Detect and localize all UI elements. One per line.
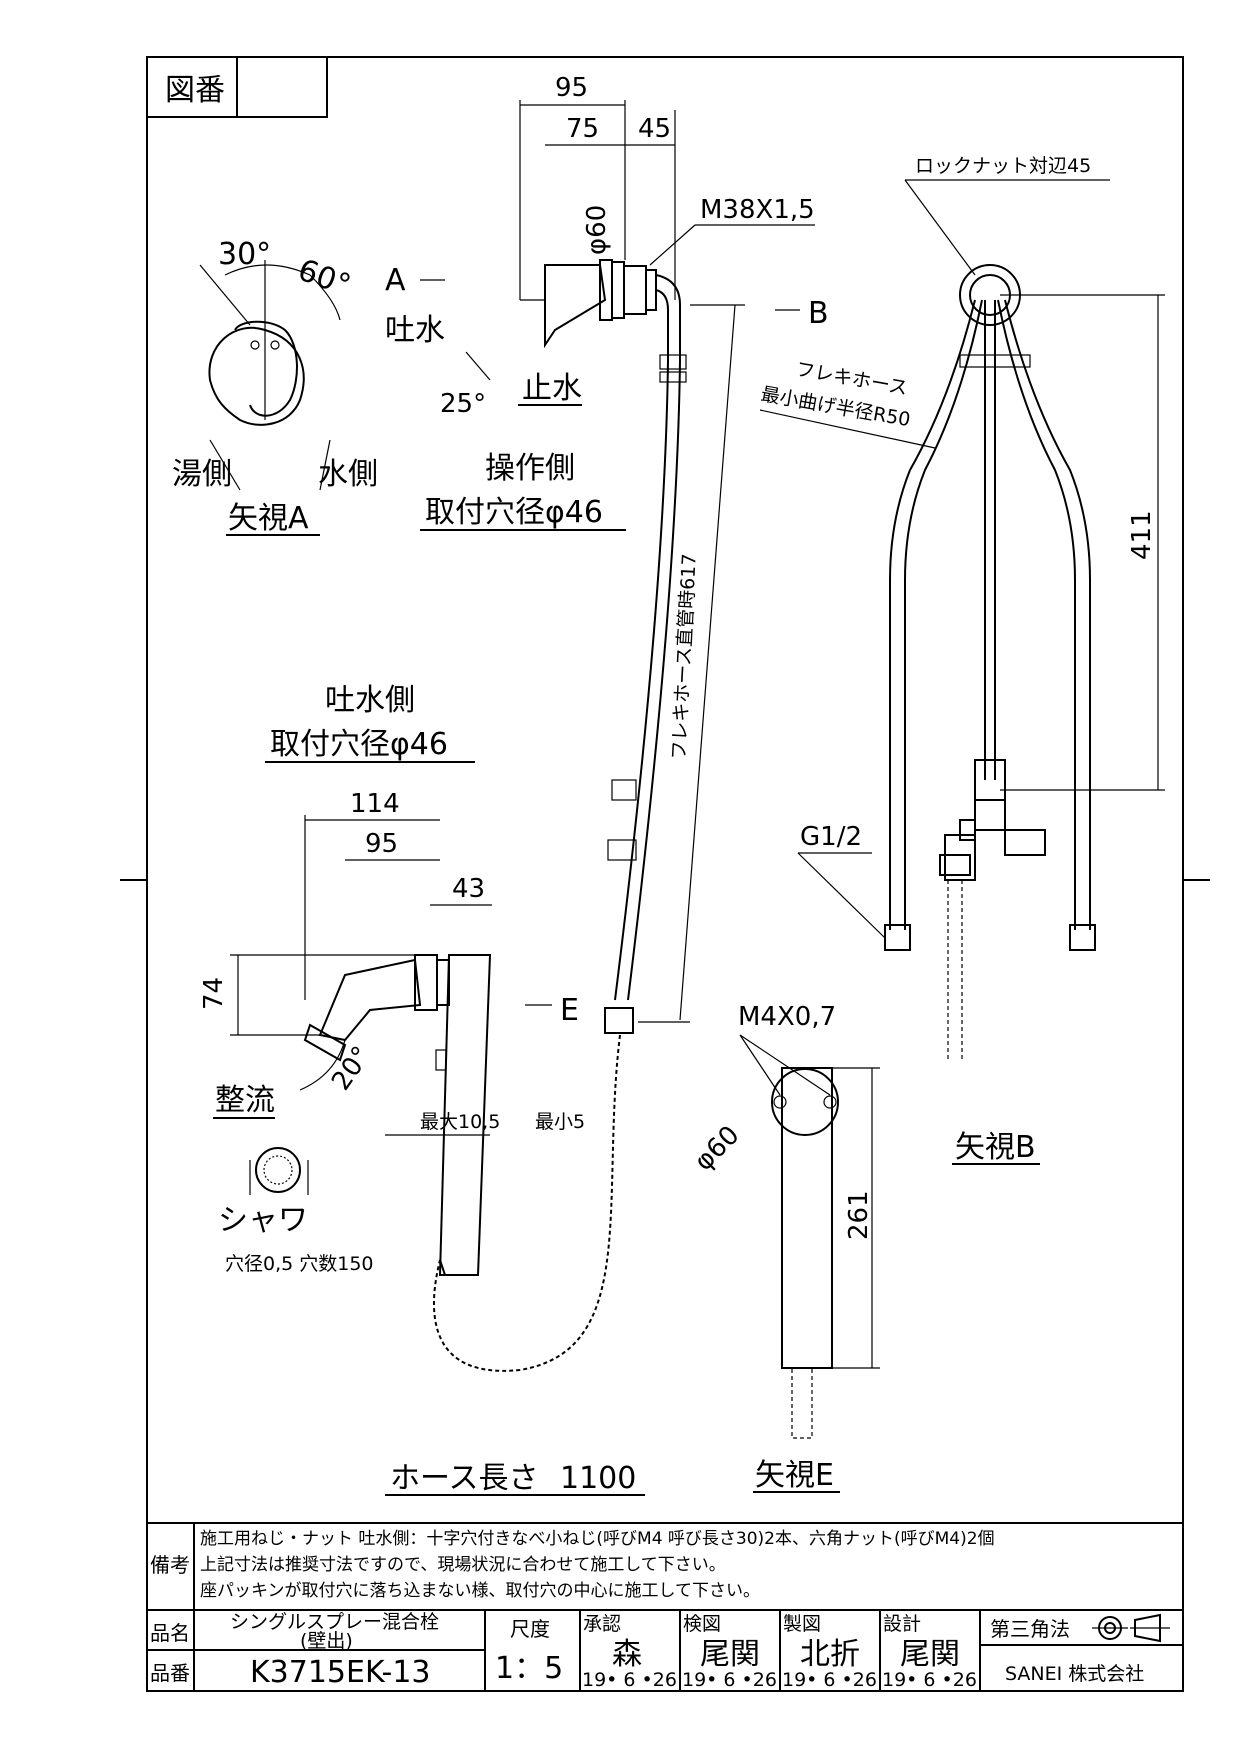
lever-body xyxy=(544,264,607,349)
note-line-3: 座パッキンが取付穴に落ち込まない様、取付穴の中心に施工して下さい。 xyxy=(200,1581,760,1601)
view-e: M4X0,7 φ60 261 矢視E xyxy=(689,1002,880,1493)
dim-411: 411 xyxy=(1127,510,1157,560)
draw-label: 製図 xyxy=(783,1613,821,1635)
angle-30-label: 30° xyxy=(218,237,271,272)
third-angle-projection-icon xyxy=(1092,1613,1170,1643)
outlet-side-line2: 取付穴径φ46 xyxy=(270,727,448,762)
hose-straight-length-label: フレキホース直管時617 xyxy=(668,553,701,760)
g12-label: G1/2 xyxy=(800,822,862,852)
max-thickness-label: 最大10,5 xyxy=(420,1111,500,1133)
dim-75-top: 75 xyxy=(566,114,599,144)
holes-label: 穴径0,5 穴数150 xyxy=(225,1253,374,1275)
outlet-side-line1: 吐水側 xyxy=(325,683,415,718)
min-thickness-label: 最小5 xyxy=(535,1111,585,1133)
product-number-label: 品番 xyxy=(150,1661,190,1685)
view-e-title: 矢視E xyxy=(755,1458,834,1493)
approve-name: 森 xyxy=(612,1637,642,1672)
scale-label: 尺度 xyxy=(510,1617,550,1641)
hose-length-value: 1100 xyxy=(560,1461,636,1496)
angle-25-label: 25° xyxy=(440,389,486,419)
check-date: 19• 6 •26 xyxy=(682,1669,777,1691)
note-line-1: 施工用ねじ・ナット 吐水側：十字穴付きなべ小ねじ(呼びM4 呼び長さ30)2本、… xyxy=(200,1529,995,1549)
screw-label: M4X0,7 xyxy=(738,1002,836,1032)
valve-side-view: 95 75 45 φ60 M38X1,5 A B 吐水 止水 25° 操作側 取… xyxy=(385,73,829,531)
stop-water-label: 止水 xyxy=(522,371,582,406)
hot-side-label: 湯側 xyxy=(172,457,232,492)
company-name: SANEI 株式会社 xyxy=(1005,1663,1144,1685)
view-a: 30° 60° 湯側 水側 矢視A xyxy=(172,237,378,536)
flexible-hose: フレキホース直管時617 xyxy=(433,304,745,1372)
product-name-label: 品名 xyxy=(150,1621,190,1645)
laminar-label: 整流 xyxy=(215,1083,275,1118)
dim-phi60-e: φ60 xyxy=(689,1120,746,1177)
check-label: 検図 xyxy=(683,1613,721,1635)
hose-length-label: ホース長さ xyxy=(390,1461,539,1496)
draw-date: 19• 6 •26 xyxy=(782,1669,877,1691)
draw-name: 北折 xyxy=(800,1637,860,1672)
angle-20-label: 20° xyxy=(326,1041,377,1096)
shower-face-icon xyxy=(255,1147,301,1193)
scale-value: 1：5 xyxy=(495,1651,563,1686)
approve-date: 19• 6 •26 xyxy=(582,1669,677,1691)
product-name-line2: (壁出) xyxy=(300,1630,353,1652)
operation-side-line2: 取付穴径φ46 xyxy=(425,495,603,530)
thread-label: M38X1,5 xyxy=(700,195,815,225)
dim-74: 74 xyxy=(199,977,229,1010)
note-line-2: 上記寸法は推奨寸法ですので、現場状況に合わせて施工して下さい。 xyxy=(200,1555,726,1575)
projection-label: 第三角法 xyxy=(990,1617,1070,1641)
dim-45-top: 45 xyxy=(638,114,671,144)
spray-head-view: 吐水側 取付穴径φ46 114 95 43 74 20° E 最大10,5 最小… xyxy=(199,683,585,1276)
check-name: 尾関 xyxy=(700,1637,760,1672)
dim-261: 261 xyxy=(844,1190,874,1240)
notes-label: 備考 xyxy=(150,1553,190,1577)
arrow-a-label: A xyxy=(385,263,406,298)
dim-phi60-top: φ60 xyxy=(582,205,612,255)
arrow-b-label: B xyxy=(808,296,829,331)
dim-114: 114 xyxy=(350,789,400,819)
product-name-line1: シングルスプレー混合栓 xyxy=(230,1611,439,1633)
spout-water-label: 吐水 xyxy=(385,313,445,348)
arrow-e-label: E xyxy=(560,993,579,1028)
bracket-bar xyxy=(781,1067,833,1369)
spray-handle xyxy=(438,954,492,1276)
angle-60-label: 60° xyxy=(293,253,355,304)
design-date: 19• 6 •26 xyxy=(882,1669,977,1691)
notes-block: 備考 施工用ねじ・ナット 吐水側：十字穴付きなべ小ねじ(呼びM4 呼び長さ30)… xyxy=(147,1522,1183,1610)
design-name: 尾関 xyxy=(900,1637,960,1672)
drawing-number-label: 図番 xyxy=(165,73,225,108)
product-number: K3715EK-13 xyxy=(250,1655,431,1690)
view-b-title: 矢視B xyxy=(955,1130,1036,1165)
spray-nozzle xyxy=(318,958,422,1042)
dim-95-spray: 95 xyxy=(365,829,398,859)
operation-side-line1: 操作側 xyxy=(485,451,575,486)
dim-95-top: 95 xyxy=(555,73,588,103)
dim-43: 43 xyxy=(452,874,485,904)
shower-label: シャワ xyxy=(218,1203,308,1238)
cold-side-label: 水側 xyxy=(318,457,378,492)
title-block: 品名 シングルスプレー混合栓 (壁出) 品番 K3715EK-13 尺度 1：5… xyxy=(147,1609,1183,1691)
locknut-label: ロックナット対辺45 xyxy=(915,155,1091,177)
approve-label: 承認 xyxy=(583,1613,621,1635)
drawing-border xyxy=(146,56,1184,1692)
view-a-title: 矢視A xyxy=(228,501,309,536)
lever-handle-outline xyxy=(208,326,305,426)
design-label: 設計 xyxy=(883,1613,921,1635)
